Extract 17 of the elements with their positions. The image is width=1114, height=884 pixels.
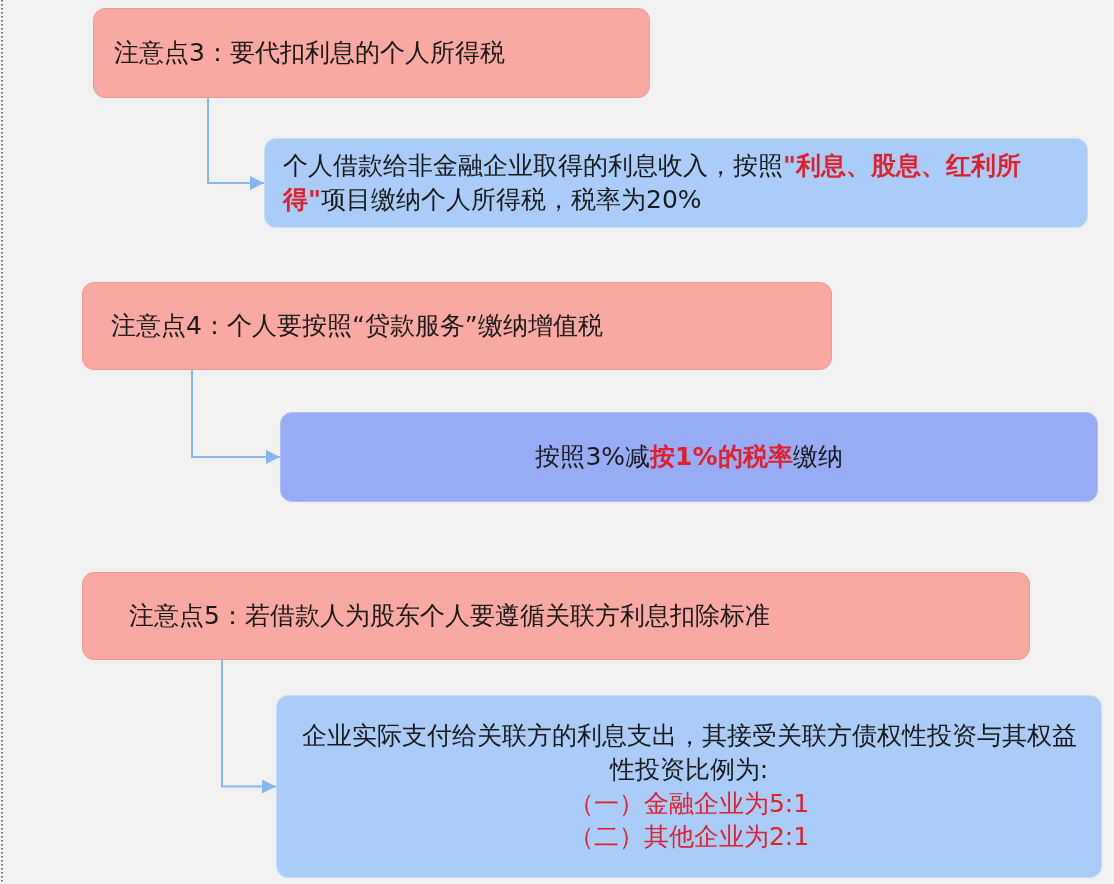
connector-arrow [207, 97, 265, 190]
box-text: （二）其他企业为2:1 [568, 821, 810, 854]
note-box [280, 412, 1098, 502]
box-text: 按照3%减按1%的税率缴纳 [535, 441, 843, 474]
heading-box [82, 282, 832, 370]
box-text: 注意点5：若借款人为股东个人要遵循关联方利息扣除标准 [129, 600, 770, 633]
heading-box [93, 8, 650, 98]
note-box [276, 695, 1102, 878]
connector-arrow [191, 369, 281, 464]
box-text: 企业实际支付给关联方的利息支出，其接受关联方债权性投资与其权益性投资比例为: [300, 720, 1078, 786]
note-box [264, 138, 1088, 228]
box-text: （一）金融企业为5:1 [568, 787, 810, 820]
box-text: 注意点4：个人要按照“贷款服务”缴纳增值税 [111, 310, 603, 343]
box-text: 注意点3：要代扣利息的个人所得税 [114, 37, 505, 70]
connector-arrow [221, 659, 277, 794]
box-text: 个人借款给非金融企业取得的利息收入，按照"利息、股息、红利所得"项目缴纳个人所得税，税率为20% [283, 150, 1023, 216]
heading-box [82, 572, 1030, 660]
